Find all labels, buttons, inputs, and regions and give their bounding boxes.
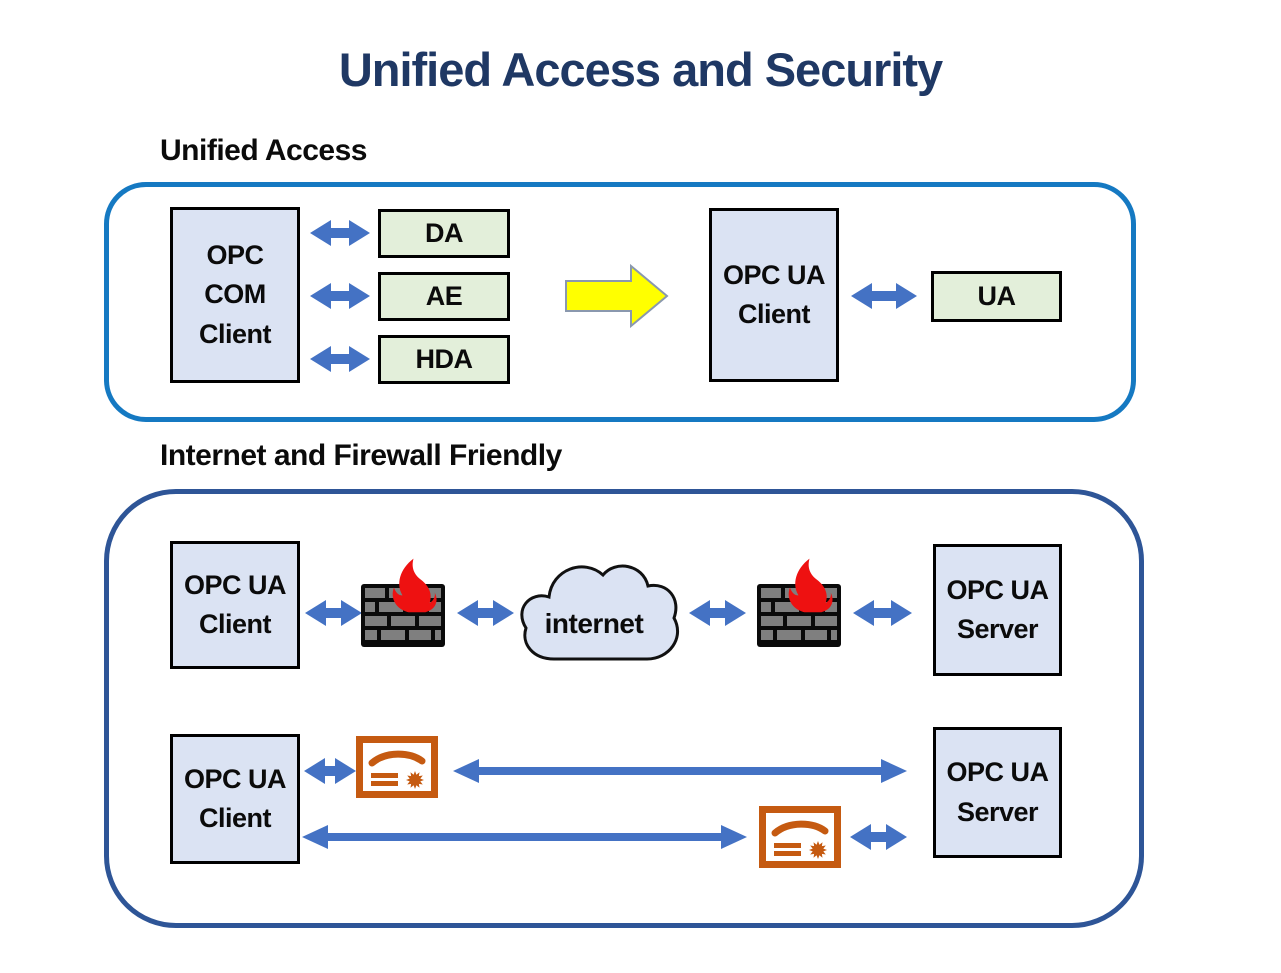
node-da: DA	[378, 209, 510, 258]
firewall-icon	[757, 556, 841, 647]
double-arrow-icon	[310, 346, 370, 372]
node-opc-com-client: OPC COM Client	[170, 207, 300, 383]
page-title: Unified Access and Security	[338, 43, 943, 96]
section-internet-firewall-label: Internet and Firewall Friendly	[160, 439, 562, 472]
double-arrow-icon	[304, 758, 356, 784]
certificate-icon	[759, 806, 841, 868]
cloud-icon: internet	[516, 555, 684, 665]
firewall-icon	[361, 556, 445, 647]
long-double-arrow	[453, 759, 907, 783]
double-arrow-icon	[310, 283, 370, 309]
flame-icon	[392, 558, 437, 613]
node-opc-ua-client-top: OPC UA Client	[170, 541, 300, 669]
node-opc-ua-server-bottom: OPC UA Server	[933, 727, 1062, 858]
double-arrow-icon	[689, 600, 746, 626]
double-arrow-icon	[457, 600, 514, 626]
double-arrow-icon	[850, 824, 907, 850]
long-double-arrow	[302, 825, 747, 849]
transform-arrow-icon	[565, 263, 669, 329]
node-opc-ua-client-bottom: OPC UA Client	[170, 734, 300, 864]
node-hda: HDA	[378, 335, 510, 384]
node-opc-ua-server-top: OPC UA Server	[933, 544, 1062, 676]
section-unified-access-label: Unified Access	[160, 134, 367, 167]
flame-icon	[788, 558, 833, 613]
node-opc-ua-client: OPC UA Client	[709, 208, 839, 382]
internet-label: internet	[544, 608, 644, 639]
double-arrow-icon	[853, 600, 912, 626]
node-ua: UA	[931, 271, 1062, 322]
double-arrow-icon	[305, 600, 362, 626]
certificate-icon	[356, 736, 438, 798]
node-ae: AE	[378, 272, 510, 321]
double-arrow-icon	[310, 220, 370, 246]
double-arrow-icon	[851, 283, 917, 309]
